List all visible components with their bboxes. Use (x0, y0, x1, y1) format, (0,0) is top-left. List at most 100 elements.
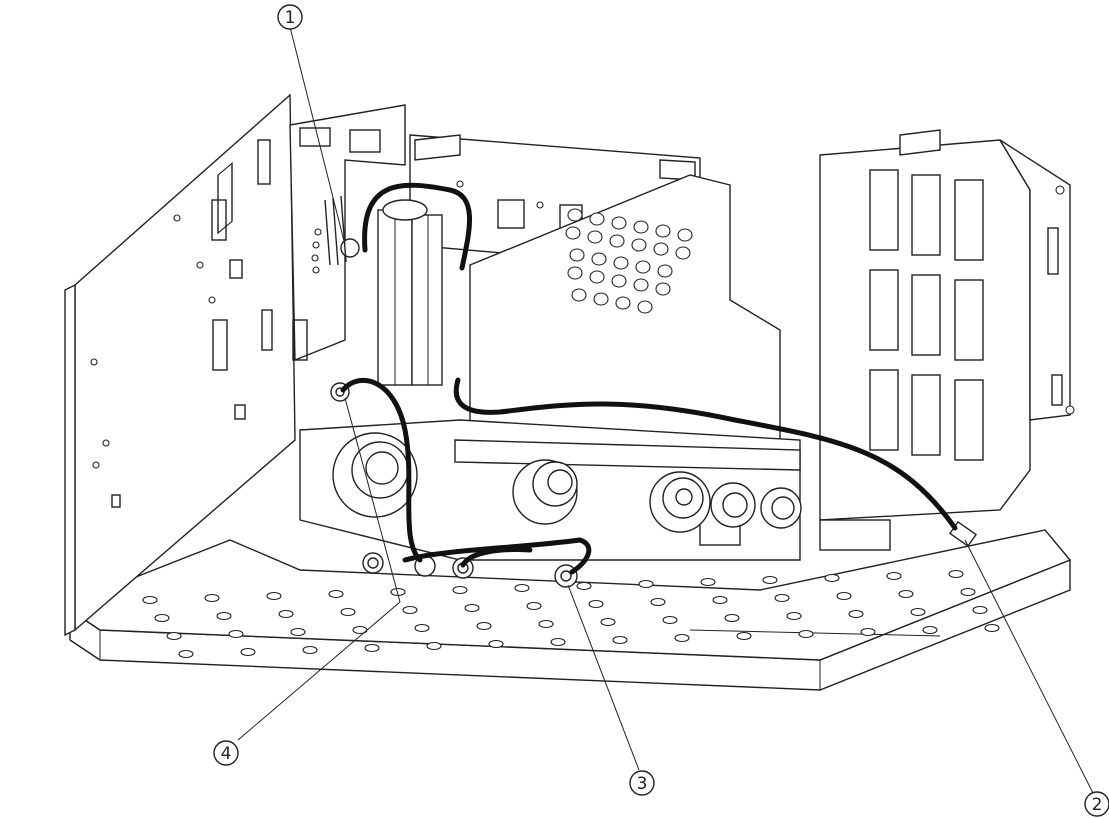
plate-hole (724, 613, 740, 623)
plate-hole (948, 569, 964, 579)
cover-hole (565, 226, 581, 240)
cover-hole (589, 270, 605, 284)
plate-hole (178, 649, 194, 659)
cover-hole (637, 300, 653, 314)
cover-hole (675, 246, 691, 260)
plate-hole (550, 637, 566, 647)
plate-hole (364, 643, 380, 653)
plate-hole (638, 579, 654, 589)
callout-1: 1 (277, 4, 303, 30)
plate-hole (514, 583, 530, 593)
cover-hole (655, 224, 671, 238)
cover-hole (611, 274, 627, 288)
plate-hole (762, 575, 778, 585)
ribbon-leads (311, 195, 347, 274)
plate-hole (228, 629, 244, 639)
plate-hole (452, 585, 468, 595)
cover-hole (653, 242, 669, 256)
plate-hole (414, 623, 430, 633)
plate-hole (278, 609, 294, 619)
plate-hole (848, 609, 864, 619)
plate-hole (886, 571, 902, 581)
sma-nuts (330, 238, 978, 588)
plate-hole (576, 581, 592, 591)
cover-hole (631, 238, 647, 252)
plate-hole (712, 595, 728, 605)
rear-bracket (289, 104, 406, 362)
plate-hole (860, 627, 876, 637)
plate-hole (154, 613, 170, 623)
cover-hole (613, 256, 629, 270)
plate-hole (526, 601, 542, 611)
plate-hole (674, 633, 690, 643)
callout-4-label: 4 (221, 744, 232, 764)
plate-hole (476, 621, 492, 631)
cover-hole (587, 230, 603, 244)
cover-hole (571, 288, 587, 302)
cover-hole (635, 260, 651, 274)
cover-hole (609, 234, 625, 248)
plate-hole (824, 573, 840, 583)
callout-2: 2 (1084, 791, 1109, 817)
filter-tubes (377, 199, 443, 386)
plate-hole (204, 593, 220, 603)
center-cover-plate (469, 174, 781, 456)
plate-hole (798, 629, 814, 639)
plate-hole (786, 611, 802, 621)
plate-hole (328, 589, 344, 599)
plate-hole (426, 641, 442, 651)
plate-hole (216, 611, 232, 621)
plate-hole (166, 631, 182, 641)
plate-hole (538, 619, 554, 629)
plate-hole (736, 631, 752, 641)
plate-hole (910, 607, 926, 617)
cover-hole (593, 292, 609, 306)
plate-hole (302, 645, 318, 655)
plate-hole (898, 589, 914, 599)
callout-3: 3 (629, 770, 655, 796)
callout-4: 4 (213, 740, 239, 766)
cover-hole (567, 266, 583, 280)
cover-hole (615, 296, 631, 310)
cover-hole (657, 264, 673, 278)
plate-hole (588, 599, 604, 609)
cover-hole (569, 248, 585, 262)
plate-hole (612, 635, 628, 645)
cover-hole (633, 278, 649, 292)
callout-1-label: 1 (285, 8, 296, 28)
plate-hole (700, 577, 716, 587)
plate-hole (488, 639, 504, 649)
leader-lines (237, 26, 1095, 796)
plate-hole (984, 623, 1000, 633)
left-side-panel (64, 93, 296, 637)
plate-hole (266, 591, 282, 601)
plate-hole (774, 593, 790, 603)
cover-hole (589, 212, 605, 226)
plate-hole (340, 607, 356, 617)
plate-hole (960, 587, 976, 597)
cover-hole (633, 220, 649, 234)
cables (340, 182, 958, 575)
cover-hole (591, 252, 607, 266)
plate-hole (922, 625, 938, 635)
plate-hole (402, 605, 418, 615)
plate-hole (662, 615, 678, 625)
plate-hole (464, 603, 480, 613)
plate-hole (650, 597, 666, 607)
front-connectors (332, 432, 802, 533)
plate-hole (972, 605, 988, 615)
callout-3-label: 3 (637, 774, 648, 794)
plate-hole (290, 627, 306, 637)
plate-hole (836, 591, 852, 601)
plate-hole (240, 647, 256, 657)
plate-hole (600, 617, 616, 627)
cover-hole (611, 216, 627, 230)
callout-2-label: 2 (1092, 795, 1103, 815)
cover-hole (655, 282, 671, 296)
plate-hole (142, 595, 158, 605)
base-plate (68, 529, 1072, 691)
right-cage (819, 129, 1075, 521)
cover-hole (567, 208, 583, 222)
cover-hole (677, 228, 693, 242)
